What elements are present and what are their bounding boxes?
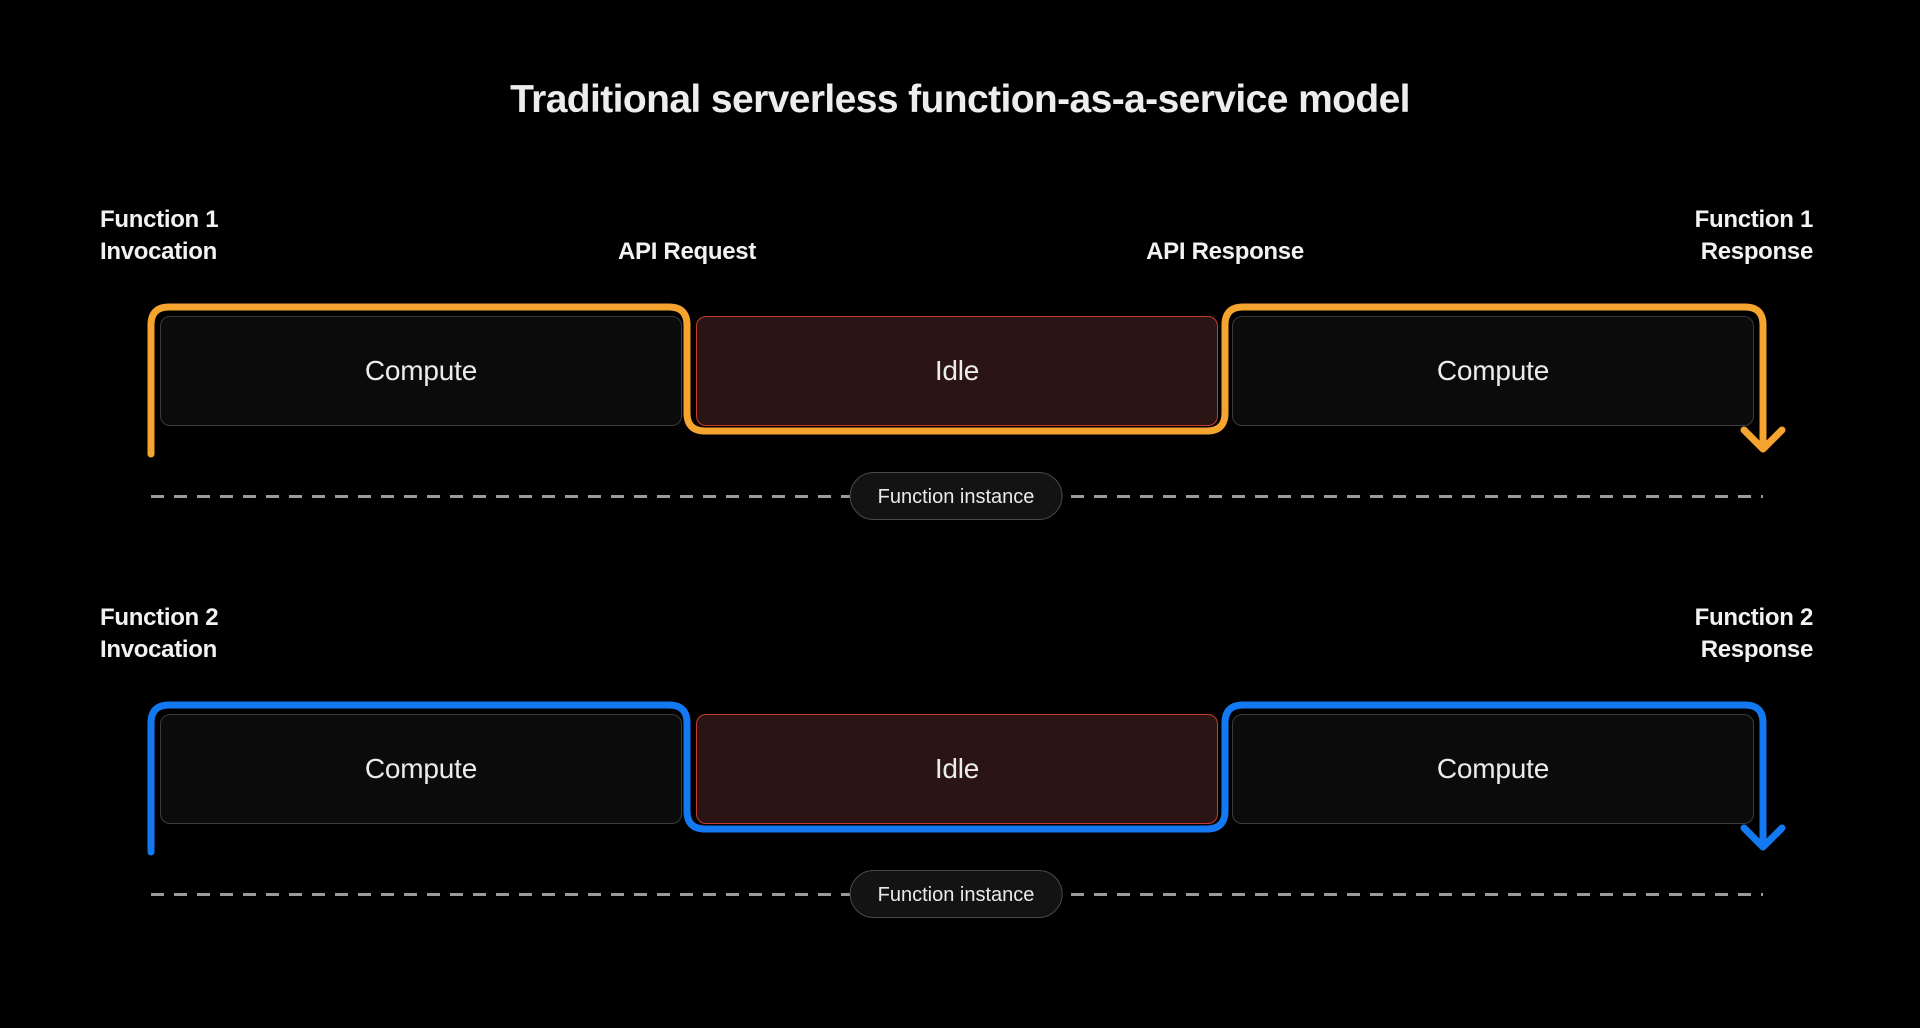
down-arrow-icon bbox=[1740, 824, 1786, 851]
label-line: Function 1 bbox=[1694, 206, 1814, 233]
function-1-invocation-label: Function 1 Invocation bbox=[100, 204, 219, 268]
compute-block-label: Compute bbox=[364, 753, 478, 784]
label-line: Function 2 bbox=[1694, 604, 1814, 631]
label-line: Function 1 bbox=[100, 206, 219, 233]
function-2-invocation-label: Function 2 Invocation bbox=[100, 602, 219, 666]
compute-block: Compute bbox=[160, 714, 682, 824]
function-instance-pill: Function instance bbox=[849, 472, 1063, 520]
diagram-title: Traditional serverless function-as-a-ser… bbox=[510, 78, 1410, 121]
label-line: Function 2 bbox=[100, 604, 219, 631]
function-instance-pill: Function instance bbox=[849, 870, 1063, 918]
idle-block: Idle bbox=[696, 714, 1218, 824]
flow-path bbox=[147, 303, 1767, 458]
compute-block: Compute bbox=[1232, 316, 1754, 426]
label-line: Response bbox=[1700, 636, 1814, 663]
execution-flow-bracket bbox=[147, 303, 1786, 458]
idle-block-label: Idle bbox=[934, 753, 980, 784]
function-1-response-label: Function 1 Response bbox=[1694, 204, 1814, 268]
label-line: Response bbox=[1700, 238, 1814, 265]
down-arrow-icon bbox=[1740, 426, 1786, 453]
idle-block-label: Idle bbox=[934, 355, 980, 386]
compute-block-label: Compute bbox=[364, 355, 478, 386]
label-line: Invocation bbox=[100, 636, 218, 663]
compute-block-label: Compute bbox=[1436, 355, 1550, 386]
compute-block-label: Compute bbox=[1436, 753, 1550, 784]
execution-flow-bracket bbox=[147, 701, 1786, 856]
function-2-response-label: Function 2 Response bbox=[1694, 602, 1814, 666]
function-2-timeline: Function 2 Invocation Function 2 Respons… bbox=[0, 398, 1920, 928]
idle-block: Idle bbox=[696, 316, 1218, 426]
compute-block: Compute bbox=[1232, 714, 1754, 824]
compute-block: Compute bbox=[160, 316, 682, 426]
function-1-timeline: Function 1 Invocation API Request API Re… bbox=[100, 204, 1814, 520]
label-line: Invocation bbox=[100, 238, 218, 265]
api-response-label: API Response bbox=[1146, 238, 1304, 265]
api-request-label: API Request bbox=[617, 238, 757, 265]
flow-path bbox=[147, 701, 1767, 856]
